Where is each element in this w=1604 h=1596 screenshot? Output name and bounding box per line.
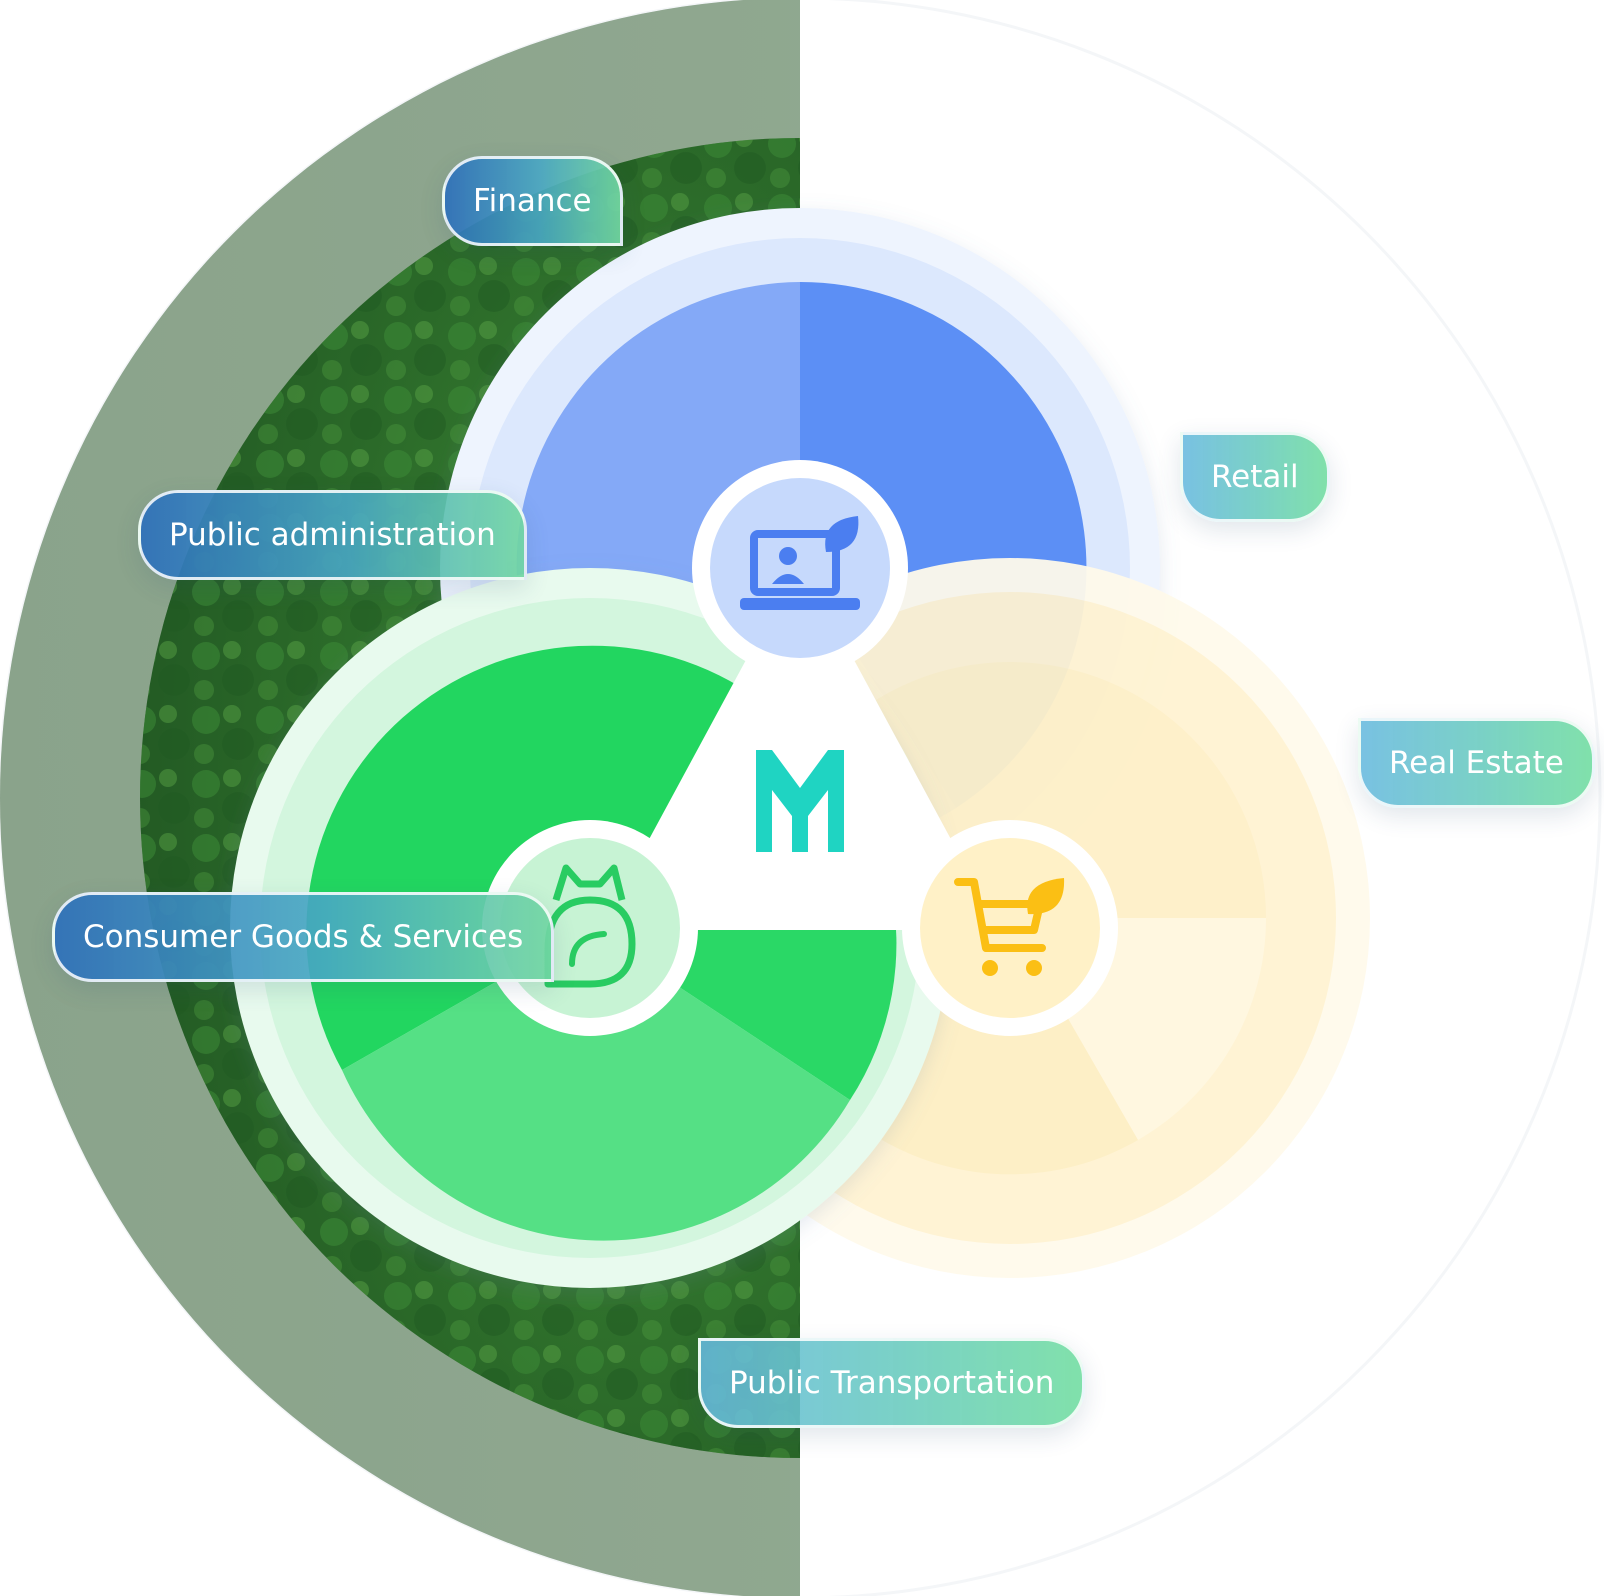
tag-label: Consumer Goods & Services <box>83 919 524 955</box>
m-logo-icon <box>756 750 844 852</box>
tag-label: Retail <box>1211 459 1299 495</box>
tag-public-administration[interactable]: Public administration <box>138 490 527 580</box>
tag-real-estate[interactable]: Real Estate <box>1358 718 1595 808</box>
tag-consumer-goods[interactable]: Consumer Goods & Services <box>52 892 555 982</box>
tag-finance[interactable]: Finance <box>442 156 623 246</box>
tag-public-transportation[interactable]: Public Transportation <box>698 1338 1086 1428</box>
shopping-cart-leaf-icon <box>902 820 1118 1036</box>
tag-label: Public Transportation <box>729 1365 1055 1401</box>
center-triangle <box>600 560 1000 930</box>
laptop-leaf-icon <box>692 460 908 676</box>
tag-retail[interactable]: Retail <box>1180 432 1330 522</box>
tag-label: Finance <box>473 183 592 219</box>
tag-label: Public administration <box>169 517 496 553</box>
tag-label: Real Estate <box>1389 745 1564 781</box>
